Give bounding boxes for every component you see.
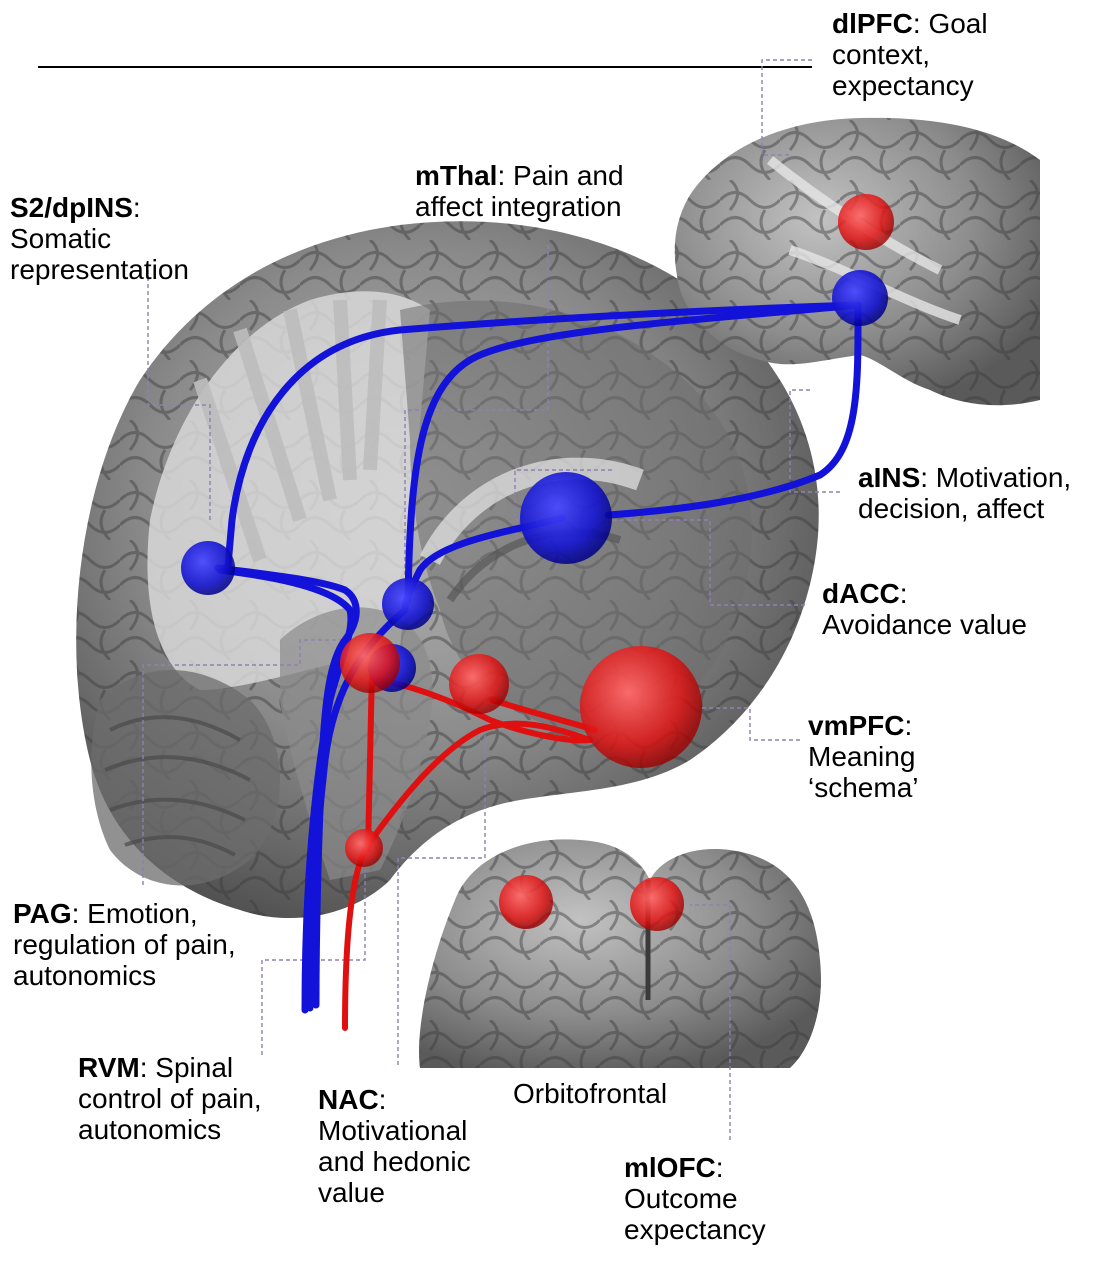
label-vmpfc-text-3: ‘schema’ bbox=[808, 772, 918, 803]
label-dacc-text-1: : bbox=[900, 578, 908, 609]
orbitofrontal-caption-text: Orbitofrontal bbox=[513, 1078, 667, 1109]
label-rvm-text-3: autonomics bbox=[78, 1114, 262, 1145]
label-s2-name: S2/dpINS bbox=[10, 192, 133, 223]
label-dlpfc: dlPFC: Goal context, expectancy bbox=[832, 8, 988, 101]
label-vmpfc-text-1: : bbox=[904, 710, 912, 741]
orbitofrontal-caption: Orbitofrontal bbox=[513, 1078, 667, 1109]
label-nac-text-4: value bbox=[318, 1177, 471, 1208]
label-mlofc-text-1: : bbox=[716, 1152, 724, 1183]
label-mthal-text-1: : Pain and bbox=[497, 160, 623, 191]
label-s2-text-1: : bbox=[133, 192, 141, 223]
label-ains: aINS: Motivation, decision, affect bbox=[858, 462, 1071, 524]
label-mlofc-text-3: expectancy bbox=[624, 1214, 766, 1245]
label-rvm-name: RVM bbox=[78, 1052, 140, 1083]
label-pag-text-3: autonomics bbox=[13, 960, 236, 991]
label-mlofc-text-2: Outcome bbox=[624, 1183, 766, 1214]
orbitofrontal-brain-image bbox=[419, 839, 821, 1068]
label-s2-text-3: representation bbox=[10, 254, 189, 285]
label-ains-name: aINS bbox=[858, 462, 920, 493]
label-mlofc: mlOFC: Outcome expectancy bbox=[624, 1152, 766, 1245]
region-mlofc-right bbox=[630, 877, 684, 931]
region-mthal bbox=[382, 578, 434, 630]
label-ains-text-1: : Motivation, bbox=[920, 462, 1071, 493]
label-pag: PAG: Emotion, regulation of pain, autono… bbox=[13, 898, 236, 991]
label-vmpfc-name: vmPFC bbox=[808, 710, 904, 741]
label-vmpfc-text-2: Meaning bbox=[808, 741, 918, 772]
label-mlofc-name: mlOFC bbox=[624, 1152, 716, 1183]
region-nac bbox=[449, 654, 509, 714]
region-ains bbox=[832, 270, 888, 326]
label-rvm: RVM: Spinal control of pain, autonomics bbox=[78, 1052, 262, 1145]
label-dlpfc-name: dlPFC bbox=[832, 8, 913, 39]
region-pag bbox=[340, 633, 400, 693]
label-rvm-text-1: : Spinal bbox=[140, 1052, 233, 1083]
label-dlpfc-text-2: context, bbox=[832, 39, 988, 70]
label-s2-text-2: Somatic bbox=[10, 223, 189, 254]
region-mlofc-left bbox=[499, 875, 553, 929]
label-pag-name: PAG bbox=[13, 898, 72, 929]
label-dlpfc-text-1: : Goal bbox=[913, 8, 988, 39]
label-nac-text-3: and hedonic bbox=[318, 1146, 471, 1177]
label-dacc-name: dACC bbox=[822, 578, 900, 609]
label-nac-name: NAC bbox=[318, 1084, 379, 1115]
label-pag-text-2: regulation of pain, bbox=[13, 929, 236, 960]
label-nac: NAC: Motivational and hedonic value bbox=[318, 1084, 471, 1208]
label-vmpfc: vmPFC: Meaning ‘schema’ bbox=[808, 710, 918, 803]
label-rvm-text-2: control of pain, bbox=[78, 1083, 262, 1114]
label-ains-text-2: decision, affect bbox=[858, 493, 1071, 524]
label-dlpfc-text-3: expectancy bbox=[832, 70, 988, 101]
label-nac-text-1: : bbox=[379, 1084, 387, 1115]
label-nac-text-2: Motivational bbox=[318, 1115, 471, 1146]
label-mthal-text-2: affect integration bbox=[415, 191, 624, 222]
region-vmpfc bbox=[580, 646, 702, 768]
region-dlpfc bbox=[838, 194, 894, 250]
label-mthal: mThal: Pain and affect integration bbox=[415, 160, 624, 222]
label-s2-dpins: S2/dpINS: Somatic representation bbox=[10, 192, 189, 285]
label-dacc: dACC: Avoidance value bbox=[822, 578, 1027, 640]
region-s2-dpins bbox=[181, 541, 235, 595]
label-dacc-text-2: Avoidance value bbox=[822, 609, 1027, 640]
region-rvm bbox=[345, 829, 383, 867]
label-pag-text-1: : Emotion, bbox=[72, 898, 198, 929]
label-mthal-name: mThal bbox=[415, 160, 497, 191]
region-dacc bbox=[520, 472, 612, 564]
